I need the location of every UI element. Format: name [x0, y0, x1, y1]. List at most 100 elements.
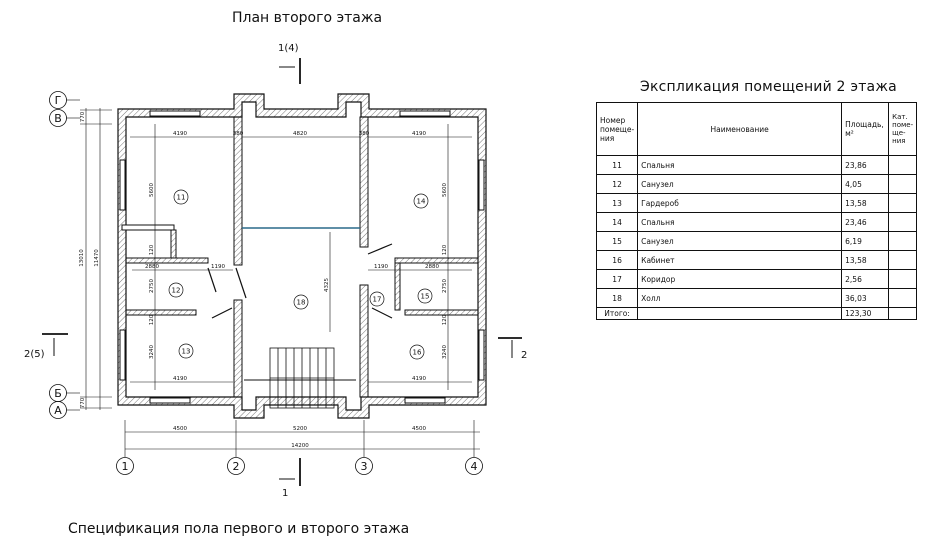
axis-lines [66, 99, 475, 457]
dimension-label: 4190 [412, 131, 426, 137]
axis-bubble-number: 2 [227, 457, 245, 475]
dimension-label: 120 [149, 244, 155, 255]
svg-text:А: А [54, 404, 62, 417]
section-mark-bottom: 1 [282, 488, 288, 499]
cell-area: 6,19 [841, 231, 890, 251]
cell-name: Кабинет [637, 250, 843, 270]
dimension-lines [80, 108, 480, 455]
cell-category [888, 250, 918, 270]
total-label: Итого: [595, 307, 639, 320]
cell-area: 23,46 [841, 212, 890, 232]
axis-bubble-letter: А [49, 401, 67, 419]
dimension-label: 4190 [173, 131, 187, 137]
cell-number: 17 [595, 269, 639, 289]
cell-name: Коридор [637, 269, 843, 289]
svg-text:16: 16 [413, 349, 422, 357]
dimension-label: 11470 [94, 249, 100, 267]
axis-bubble-number: 1 [116, 457, 134, 475]
cell-area: 4,05 [841, 174, 890, 194]
svg-text:1: 1 [122, 460, 129, 473]
room-number: 17 [369, 291, 385, 307]
svg-text:18: 18 [297, 299, 306, 307]
svg-text:15: 15 [421, 293, 430, 301]
svg-text:12: 12 [172, 287, 181, 295]
room-labels: 11 12 13 14 15 16 17 18 [168, 189, 433, 360]
room-number: 18 [293, 294, 309, 310]
dimension-label: 2750 [149, 279, 155, 293]
svg-text:2: 2 [233, 460, 240, 473]
dimension-label: 13010 [79, 249, 85, 267]
cell-category [888, 231, 918, 251]
cell-name: Гардероб [637, 193, 843, 213]
svg-text:13: 13 [182, 348, 191, 356]
total-row: Итого:123,30 [595, 307, 918, 320]
section-mark-left: 2(5) [24, 349, 45, 360]
explication-table: Номер помеще- ния Наименование Площадь, … [595, 102, 918, 320]
room-number: 14 [413, 193, 429, 209]
dimension-label: 2750 [442, 279, 448, 293]
staircase [244, 347, 356, 409]
dimension-label: 770 [80, 397, 86, 408]
room-number: 15 [417, 288, 433, 304]
cell-area: 23,86 [841, 155, 890, 175]
cell-number: 15 [595, 231, 639, 251]
svg-text:11: 11 [177, 194, 186, 202]
cell-number: 16 [595, 250, 639, 270]
cell-name: Холл [637, 288, 843, 308]
svg-text:Г: Г [55, 94, 62, 107]
section-mark-right: 2 [521, 350, 527, 361]
cell-category [888, 288, 918, 308]
dimension-label: 2880 [145, 264, 159, 270]
cell-number: 18 [595, 288, 639, 308]
windows [119, 110, 485, 404]
cell-number: 13 [595, 193, 639, 213]
plan-title: План второго этажа [232, 10, 383, 26]
cell-name: Санузел [637, 174, 843, 194]
dimension-label: 14200 [291, 443, 309, 449]
header-category: Кат. поме- ще- ния [888, 102, 918, 156]
dimension-label: 3240 [149, 345, 155, 359]
dimension-label: 380 [359, 131, 370, 137]
cell-name: Санузел [637, 231, 843, 251]
dimension-label: 3240 [442, 345, 448, 359]
svg-text:14: 14 [417, 198, 426, 206]
dimension-label: 380 [233, 131, 244, 137]
cell-area: 13,58 [841, 193, 890, 213]
interior-walls [121, 116, 479, 398]
room-number: 16 [409, 344, 425, 360]
dimension-label: 4820 [293, 131, 307, 137]
dimension-label: 1190 [374, 264, 388, 270]
header-number: Номер помеще- ния [595, 102, 639, 156]
axis-bubble-letter: Б [49, 384, 67, 402]
cell-number: 11 [595, 155, 639, 175]
dimension-label: 1190 [211, 264, 225, 270]
dimension-label: 120 [442, 244, 448, 255]
svg-text:17: 17 [373, 296, 382, 304]
axis-bubble-letter: Г [49, 91, 67, 109]
cell-category [888, 193, 918, 213]
dimension-label: 4325 [324, 278, 330, 292]
svg-text:В: В [54, 112, 62, 125]
dimension-label: 120 [442, 314, 448, 325]
dimension-label: 4190 [412, 376, 426, 382]
cell-name: Спальня [637, 212, 843, 232]
dimension-label: 120 [149, 314, 155, 325]
axis-bubble-number: 4 [465, 457, 483, 475]
doors [207, 243, 393, 319]
dimension-label: 5200 [293, 426, 307, 432]
cell-number: 14 [595, 212, 639, 232]
dimension-label: 770 [80, 111, 86, 122]
room-number: 11 [173, 189, 189, 205]
cell-category [888, 212, 918, 232]
dimension-label: 5600 [149, 183, 155, 197]
explication-title: Экспликация помещений 2 этажа [640, 79, 897, 95]
